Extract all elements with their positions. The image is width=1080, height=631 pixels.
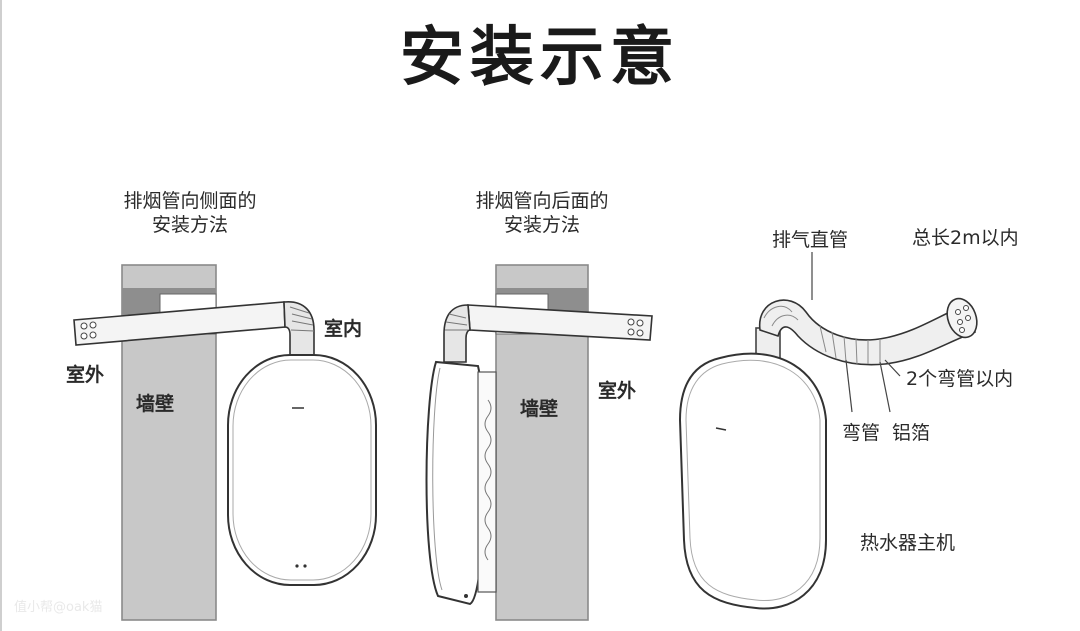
side-indoor-label: 室内 — [324, 318, 363, 340]
exhaust-pipe-label: 排气直管 — [772, 229, 849, 251]
page-title: 安装示意 — [400, 21, 680, 95]
watermark: 值小帮@oak猫 — [14, 600, 103, 615]
elbow-limit-label: 2个弯管以内 — [906, 368, 1014, 390]
side-wall-label: 墙壁 — [136, 393, 175, 415]
panel-back-exhaust — [425, 264, 653, 621]
back-heading-line2: 安装方法 — [503, 214, 580, 236]
water-heater-side — [227, 354, 377, 586]
elbow-label: 弯管 — [842, 422, 881, 444]
back-heading-line1: 排烟管向后面的 — [475, 190, 609, 212]
pipe-end-cap — [946, 297, 978, 339]
panel-detail — [678, 252, 978, 610]
foil-label: 铝箔 — [892, 422, 931, 444]
elbow-pipe-side — [283, 301, 315, 363]
back-outdoor-label: 室外 — [598, 380, 637, 402]
water-heater-main — [678, 352, 827, 610]
left-border — [0, 0, 2, 631]
side-heading-line2: 安装方法 — [151, 214, 228, 236]
side-heading-line1: 排烟管向侧面的 — [123, 190, 257, 212]
flexible-foil-pipe — [759, 299, 977, 366]
side-outdoor-label: 室外 — [66, 364, 105, 386]
heater-label: 热水器主机 — [860, 532, 956, 554]
back-wall-label: 墙壁 — [520, 398, 559, 420]
elbow-pipe-back — [443, 304, 471, 363]
panel-side-exhaust — [73, 264, 377, 621]
total-length-label: 总长2m以内 — [912, 227, 1019, 249]
